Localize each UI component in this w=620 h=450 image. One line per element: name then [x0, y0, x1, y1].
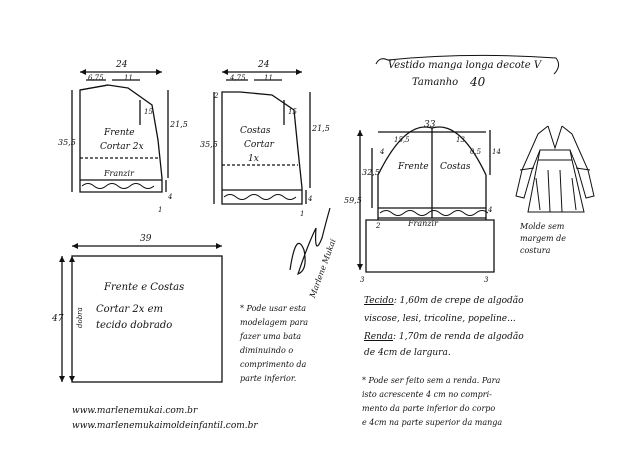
front-width-dim: 24 [116, 60, 128, 70]
lace-line1: : 1,70m de renda de algodão [393, 332, 524, 342]
sleeve-val-4b: 4 [488, 206, 493, 214]
skirt-width-dim: 39 [140, 234, 152, 244]
sleeve-val-05: 0,5 [470, 148, 482, 156]
sleeve-val-14: 14 [492, 148, 501, 156]
sleeve-val-2: 2 [376, 222, 381, 230]
sleeve-val-4: 4 [380, 148, 385, 156]
sleeve-val-3a: 3 [360, 276, 365, 284]
materials-lace: Renda: 1,70m de renda de algodão [364, 332, 524, 342]
dress-illustration [515, 125, 595, 213]
sleeve-cap-13: 13 [456, 136, 465, 144]
front-bodice-piece [71, 71, 169, 193]
note2-line2: isto acrescente 4 cm no compri- [362, 390, 492, 399]
lace-key: Renda [364, 332, 394, 342]
note1-line2: modelagem para [240, 318, 309, 327]
front-hem: 4 [168, 193, 173, 201]
sleeve-front-label: Frente [398, 162, 429, 172]
back-side: 1 [300, 210, 305, 218]
front-val-15: 15 [144, 108, 153, 116]
note1-line5: comprimento da [240, 360, 307, 369]
sleeve-val-3b: 3 [484, 276, 489, 284]
note-seam-2: margem de [520, 234, 567, 243]
back-val-2: 2 [214, 92, 219, 100]
back-hem: 4 [308, 195, 313, 203]
fabric-line2: viscose, lesi, tricoline, popeline... [364, 314, 516, 324]
fabric-key: Tecido [364, 296, 394, 306]
back-val-21-5: 21,5 [312, 124, 330, 133]
skirt-title: Frente e Costas [104, 282, 185, 293]
back-val-15: 15 [288, 108, 297, 116]
sleeve-gather: Franzir [408, 219, 438, 228]
note1-line3: fazer uma bata [240, 332, 301, 341]
note-seam-1: Molde sem [520, 222, 565, 231]
front-val-21-5: 21,5 [170, 120, 188, 129]
skirt-piece [61, 245, 223, 383]
back-shoulder-dim: 11 [264, 74, 273, 82]
note-seam-3: costura [520, 246, 551, 255]
lace-line2: de 4cm de largura. [364, 348, 451, 358]
sleeve-cap-15: 15,5 [394, 136, 410, 144]
front-label: Frente [104, 128, 135, 138]
skirt-fold-label: dobra [76, 307, 84, 328]
back-cut-count: 1x [248, 154, 259, 164]
skirt-cut-2: tecido dobrado [96, 320, 173, 331]
website-url-kids[interactable]: www.marlenemukaimoldeinfantil.com.br [72, 421, 258, 431]
back-bodice-piece [213, 71, 311, 205]
note1-line6: parte inferior. [240, 374, 297, 383]
front-neck-dim: 6,75 [88, 74, 104, 82]
back-cut: Cortar [244, 140, 274, 150]
size-value: 40 [470, 75, 486, 89]
sleeve-val-32-5: 32,5 [362, 168, 380, 177]
front-height-dim: 35,5 [58, 138, 76, 147]
skirt-height-dim: 47 [52, 314, 64, 324]
back-height-dim: 35,5 [200, 140, 218, 149]
sleeve-back-label: Costas [440, 162, 471, 172]
front-cut: Cortar 2x [100, 142, 144, 152]
note2-line1: * Pode ser feito sem a renda. Para [362, 376, 501, 385]
skirt-cut-1: Cortar 2x em [96, 304, 163, 315]
sleeve-width-dim: 33 [424, 120, 436, 130]
note1-line1: * Pode usar esta [240, 304, 307, 313]
front-gather: Franzir [104, 169, 134, 178]
website-url[interactable]: www.marlenemukai.com.br [72, 406, 198, 416]
sleeve-height-dim: 59,5 [344, 196, 362, 205]
size-label: Tamanho [412, 77, 459, 88]
note2-line3: mento da parte inferior do corpo [362, 404, 496, 413]
fabric-line1: : 1,60m de crepe de algodão [393, 296, 524, 306]
back-label: Costas [240, 126, 271, 136]
back-neck-dim: 4,75 [230, 74, 246, 82]
pattern-title: Vestido manga longa decote V [388, 60, 542, 71]
materials-fabric: Tecido: 1,60m de crepe de algodão [364, 296, 524, 306]
note1-line4: diminuindo o [240, 346, 294, 355]
front-shoulder-dim: 11 [124, 74, 133, 82]
front-side: 1 [158, 206, 163, 214]
back-width-dim: 24 [258, 60, 270, 70]
note2-line4: e 4cm na parte superior da manga [362, 418, 503, 427]
sleeve-piece [359, 126, 495, 273]
